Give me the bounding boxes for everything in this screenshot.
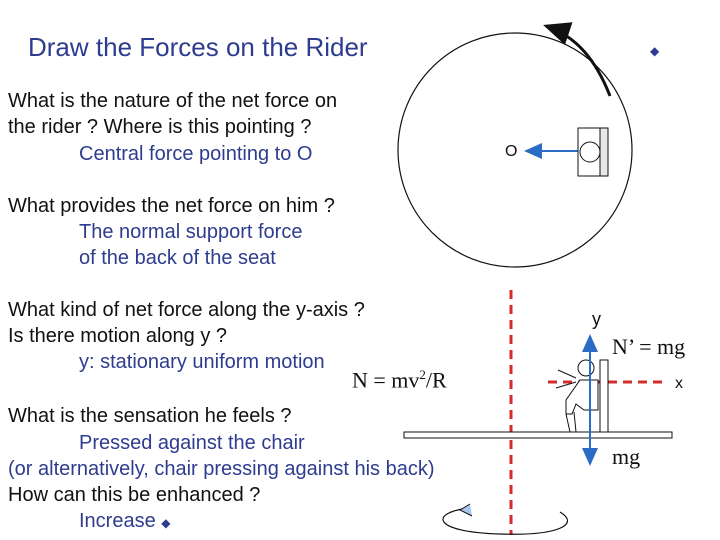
weight-label: mg [612, 444, 641, 469]
seat-back [599, 359, 609, 433]
question-1-line-1: What is the nature of the net force on [8, 90, 338, 112]
question-3-line-1: What kind of net force along the y-axis … [8, 299, 365, 321]
rotation-ellipse-arrow [442, 507, 569, 535]
answer-4-line-2: (or alternatively, chair pressing agains… [8, 458, 435, 480]
answer-4-line-3: Increase ◆ [79, 510, 171, 532]
answer-3: y: stationary uniform motion [79, 351, 325, 373]
answer-4-line-1: Pressed against the chair [79, 432, 305, 454]
rotation-arrow [543, 22, 612, 97]
bullet-icon: ◆ [161, 516, 171, 530]
question-4-line-1: What is the sensation he feels ? [8, 405, 292, 427]
rider-body [565, 379, 599, 415]
centripetal-equation: N = mv2/R [352, 367, 447, 393]
rider-head [577, 359, 595, 377]
rotor-circle [397, 32, 633, 268]
normal-force-label: N’ = mg [612, 334, 686, 359]
question-2: What provides the net force on him ? [8, 195, 335, 217]
floor [403, 431, 673, 439]
center-label-o: O [505, 143, 518, 160]
question-4-line-2: How can this be enhanced ? [8, 484, 261, 506]
slide-title: Draw the Forces on the Rider [28, 32, 368, 62]
answer-2-line-1: The normal support force [79, 221, 303, 243]
rider-head-top-view [579, 141, 601, 163]
question-1-line-2: the rider ? Where is this pointing ? [8, 116, 312, 138]
y-axis-label: y [592, 309, 601, 329]
answer-1: Central force pointing to O [79, 143, 313, 165]
bullet-icon: ◆ [650, 44, 660, 58]
x-axis-label: x [675, 375, 683, 392]
question-3-line-2: Is there motion along y ? [8, 325, 228, 347]
answer-2-line-2: of the back of the seat [79, 247, 276, 269]
